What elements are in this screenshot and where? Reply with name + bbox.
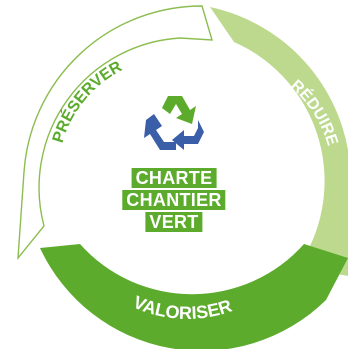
center-title-line2: CHANTIER <box>122 190 226 210</box>
center-title-line1: CHARTE <box>131 168 217 188</box>
center-title-line3: VERT <box>145 212 203 232</box>
valoriser-arrow <box>40 244 348 351</box>
preserver-arrow <box>17 5 213 261</box>
reduire-arrow <box>210 7 348 276</box>
recycle-icon <box>144 96 204 150</box>
